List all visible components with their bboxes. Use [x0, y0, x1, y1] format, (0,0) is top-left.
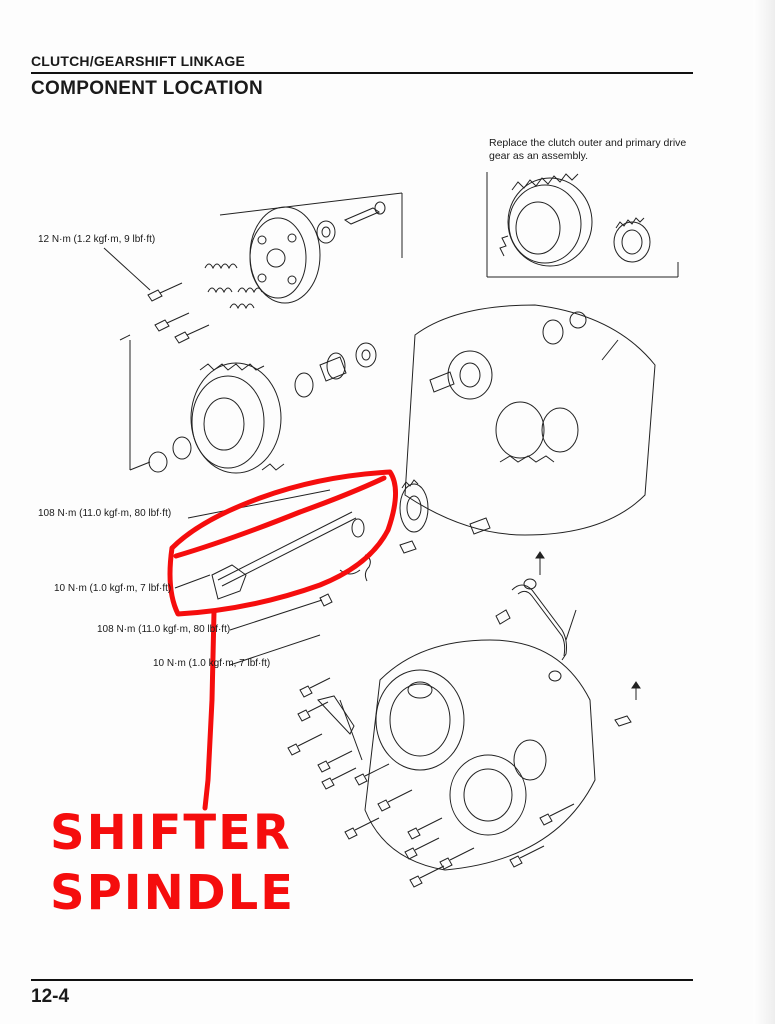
torque-label: 108 N·m (11.0 kgf·m, 80 lbf·ft) — [38, 508, 172, 519]
torque-label: 10 N·m (1.0 kgf·m, 7 lbf·ft) — [54, 583, 172, 594]
pressure-plate — [249, 201, 386, 304]
red-pointer-line — [202, 609, 217, 811]
clutch-springs — [204, 263, 263, 310]
annotation-line-shifter: SHIFTER — [50, 805, 292, 861]
section-heading: CLUTCH/GEARSHIFT LINKAGE — [31, 53, 246, 69]
red-circle-inner-stroke — [173, 475, 387, 559]
inset-box — [486, 172, 679, 278]
red-annotation-marker — [167, 469, 398, 811]
torque-label: 10 N·m (1.0 kgf·m, 7 lbf·ft) — [153, 658, 271, 669]
annotation-line-spindle: SPINDLE — [50, 865, 295, 921]
oil-pipe — [495, 551, 577, 682]
torque-label: 12 N·m (1.2 kgf·m, 9 lbf·ft) — [38, 234, 156, 245]
torque-label: 108 N·m (11.0 kgf·m, 80 lbf·ft) — [97, 624, 231, 635]
crankcase — [404, 304, 656, 536]
shifter-spindle — [211, 511, 371, 607]
red-circle-outline — [167, 469, 398, 617]
clutch-outer — [129, 340, 285, 474]
header-rule — [31, 72, 693, 74]
crankcase-cover — [364, 639, 641, 871]
cover-bolts — [287, 677, 575, 888]
page-edge-shadow — [753, 0, 775, 1024]
page-title: COMPONENT LOCATION — [31, 78, 263, 99]
inset-note: Replace the clutch outer and primary dri… — [489, 137, 687, 162]
spring-bolts — [103, 247, 210, 344]
footer-rule — [31, 979, 693, 981]
page-number: 12-4 — [31, 986, 70, 1007]
